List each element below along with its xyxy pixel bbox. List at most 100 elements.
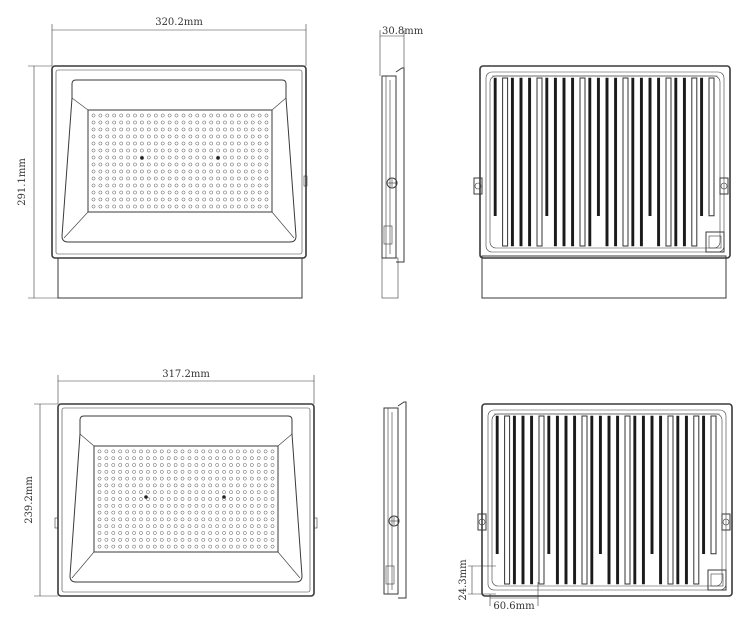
led-icon	[195, 176, 200, 181]
led-icon	[146, 162, 151, 167]
led-icon	[257, 176, 262, 181]
led-icon	[187, 490, 192, 495]
led-icon	[188, 113, 193, 118]
led-icon	[104, 544, 109, 549]
led-icon	[119, 169, 124, 174]
led-icon	[194, 517, 199, 522]
led-icon	[222, 544, 226, 549]
led-icon	[181, 204, 186, 209]
led-icon	[223, 155, 227, 160]
led-icon	[222, 469, 226, 474]
led-icon	[146, 510, 150, 515]
led-icon	[104, 524, 109, 529]
led-icon	[229, 449, 233, 454]
led-icon	[195, 183, 200, 188]
led-icon	[249, 537, 254, 542]
led-icon	[188, 162, 193, 167]
led-icon	[208, 449, 213, 454]
width-label-bottom: 317.2mm	[162, 369, 210, 380]
led-icon	[140, 176, 144, 181]
led-icon	[264, 183, 269, 188]
led-icon	[180, 537, 185, 542]
led-icon	[223, 183, 227, 188]
led-icon	[249, 463, 254, 467]
led-icon	[153, 113, 158, 118]
led-icon	[250, 204, 255, 209]
heat-sink-fin	[504, 415, 511, 585]
led-icon	[112, 190, 117, 195]
led-icon	[180, 544, 185, 549]
led-icon	[263, 531, 268, 535]
depth-label-top: 30.8mm	[382, 26, 424, 37]
led-icon	[105, 169, 110, 174]
led-icon	[257, 204, 262, 209]
led-icon	[126, 113, 130, 118]
led-icon	[202, 127, 207, 132]
led-icon	[91, 155, 96, 160]
led-icon	[111, 469, 116, 474]
led-icon	[112, 197, 117, 202]
led-icon	[153, 141, 158, 146]
led-icon	[264, 169, 269, 174]
led-array-bottom	[97, 449, 275, 549]
led-icon	[167, 148, 172, 153]
led-icon	[215, 490, 220, 495]
led-icon	[223, 134, 227, 139]
height-dimension-bottom: 239.2mm	[24, 403, 58, 597]
led-icon	[91, 197, 96, 202]
led-icon	[187, 463, 192, 467]
led-icon	[105, 183, 110, 188]
led-icon	[118, 463, 123, 467]
led-icon	[250, 155, 255, 160]
led-icon	[173, 497, 178, 501]
led-icon	[160, 141, 165, 146]
led-icon	[97, 456, 102, 461]
led-icon	[194, 490, 199, 495]
led-icon	[105, 197, 110, 202]
led-icon	[140, 204, 144, 209]
led-icon	[91, 141, 96, 146]
led-icon	[201, 463, 206, 467]
led-icon	[215, 463, 220, 467]
led-icon	[236, 456, 240, 461]
led-icon	[187, 544, 192, 549]
led-icon	[126, 204, 130, 209]
heat-sink-fin	[639, 77, 643, 247]
led-icon	[118, 497, 123, 501]
led-icon	[160, 113, 165, 118]
heat-sink-fin	[596, 77, 600, 217]
led-icon	[126, 141, 130, 146]
led-icon	[173, 483, 178, 488]
height-label-bottom: 239.2mm	[24, 476, 35, 524]
led-icon	[222, 510, 226, 515]
led-icon	[174, 134, 179, 139]
led-icon	[119, 190, 124, 195]
led-icon	[112, 134, 117, 139]
led-icon	[222, 517, 226, 522]
led-icon	[201, 483, 206, 488]
led-icon	[153, 183, 158, 188]
led-icon	[98, 113, 103, 118]
led-icon	[201, 490, 206, 495]
heat-sink-fin	[605, 77, 609, 247]
led-icon	[201, 497, 206, 501]
led-icon	[270, 497, 275, 501]
led-icon	[223, 190, 227, 195]
led-icon	[180, 476, 185, 481]
led-icon	[112, 141, 117, 146]
led-icon	[270, 544, 275, 549]
led-icon	[236, 155, 241, 160]
led-icon	[249, 456, 254, 461]
offset-y-label: 24.3mm	[458, 559, 469, 601]
heat-sink-fin	[693, 415, 700, 585]
led-icon	[119, 155, 124, 160]
heat-sink-fin	[708, 77, 715, 217]
led-icon	[180, 449, 185, 454]
led-icon	[201, 510, 206, 515]
led-icon	[195, 148, 200, 153]
led-icon	[263, 503, 268, 508]
led-icon	[229, 524, 233, 529]
led-icon	[195, 113, 200, 118]
led-icon	[195, 162, 200, 167]
led-icon	[243, 169, 248, 174]
